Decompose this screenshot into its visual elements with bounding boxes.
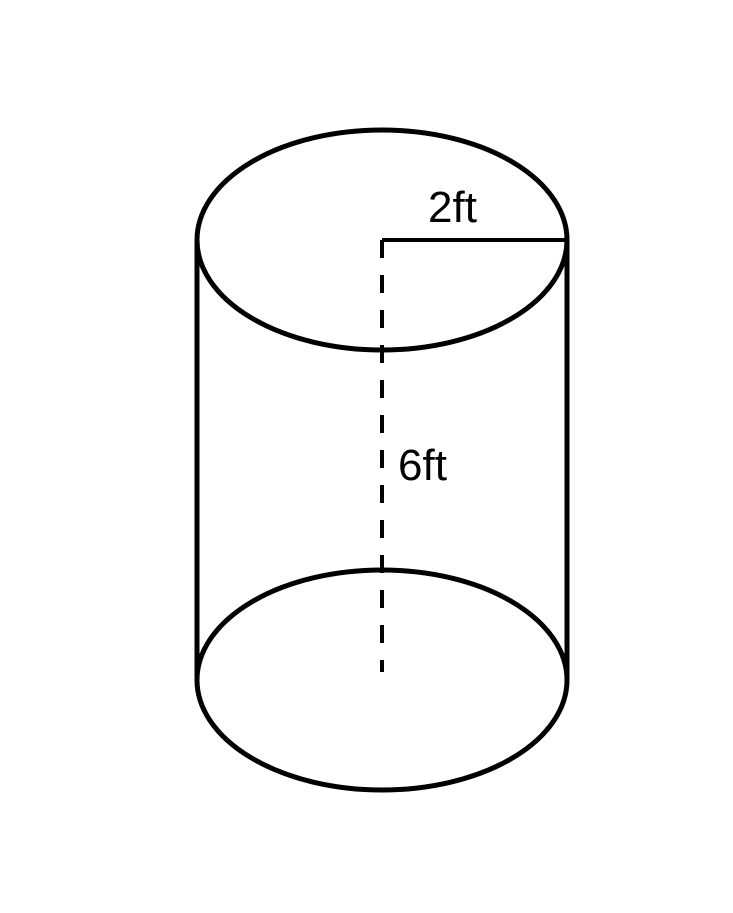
radius-label: 2ft: [428, 183, 477, 232]
height-label: 6ft: [398, 441, 447, 490]
